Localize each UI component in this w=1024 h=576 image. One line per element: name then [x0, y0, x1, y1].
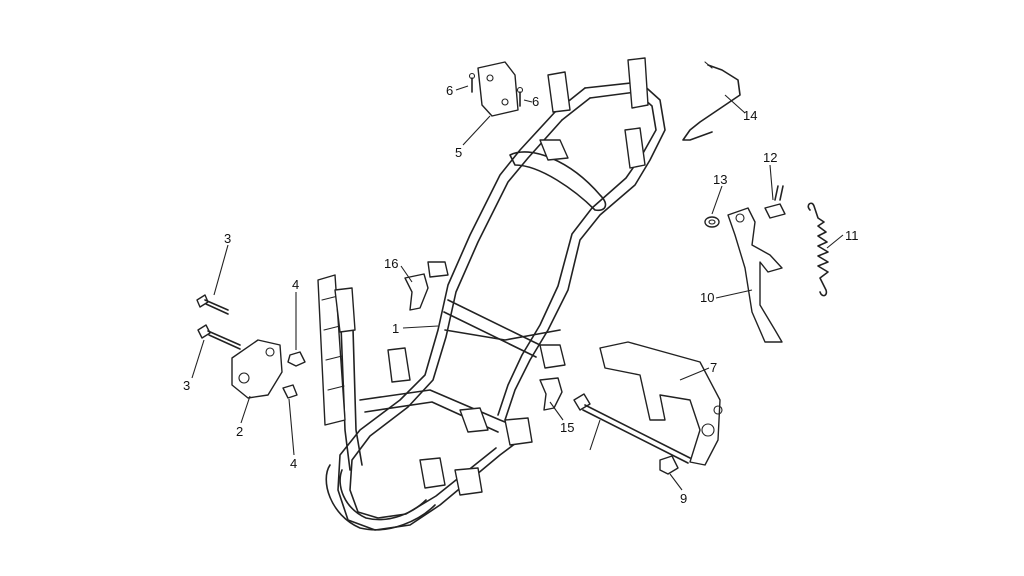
engine-mount-bracket: [231, 339, 283, 399]
screw-left: [468, 72, 476, 93]
stand-bolt: [764, 185, 786, 219]
bolt-lower: [197, 324, 241, 350]
callout-14: 14: [743, 108, 757, 123]
leader-lines: [191, 85, 844, 491]
rod: [682, 61, 741, 141]
callout-6-left: 6: [446, 83, 453, 98]
callout-13: 13: [713, 172, 727, 187]
nut-lower: [282, 384, 298, 399]
pivot-bolt: [573, 393, 691, 464]
callout-16: 16: [384, 256, 398, 271]
main-frame: [317, 57, 666, 531]
callout-12: 12: [763, 150, 777, 165]
center-stand: [599, 341, 723, 466]
callout-10: 10: [700, 290, 714, 305]
callout-7: 7: [710, 360, 717, 375]
stand-spring: [807, 202, 829, 297]
pivot-nut: [659, 455, 679, 475]
callout-3-upper: 3: [224, 231, 231, 246]
callout-1: 1: [392, 321, 399, 336]
mounting-plate: [477, 61, 519, 117]
callout-5: 5: [455, 145, 462, 160]
callout-2: 2: [236, 424, 243, 439]
callout-4-upper: 4: [292, 277, 299, 292]
callout-9: 9: [680, 491, 687, 506]
small-bracket-16: [404, 273, 429, 311]
callout-15: 15: [560, 420, 574, 435]
small-bracket-15: [539, 377, 563, 411]
callout-11: 11: [845, 228, 859, 243]
screw-right: [516, 86, 524, 107]
callout-4-lower: 4: [290, 456, 297, 471]
callout-6-right: 6: [532, 94, 539, 109]
stand-washer: [704, 216, 720, 228]
callout-3-lower: 3: [183, 378, 190, 393]
bolt-upper: [196, 294, 229, 315]
callout-labels: 1 2 3 3 4 4 5 6 6 7 9 10 11 12 13 14 15 …: [183, 83, 859, 506]
nut-upper: [287, 351, 306, 367]
side-stand: [727, 207, 783, 343]
